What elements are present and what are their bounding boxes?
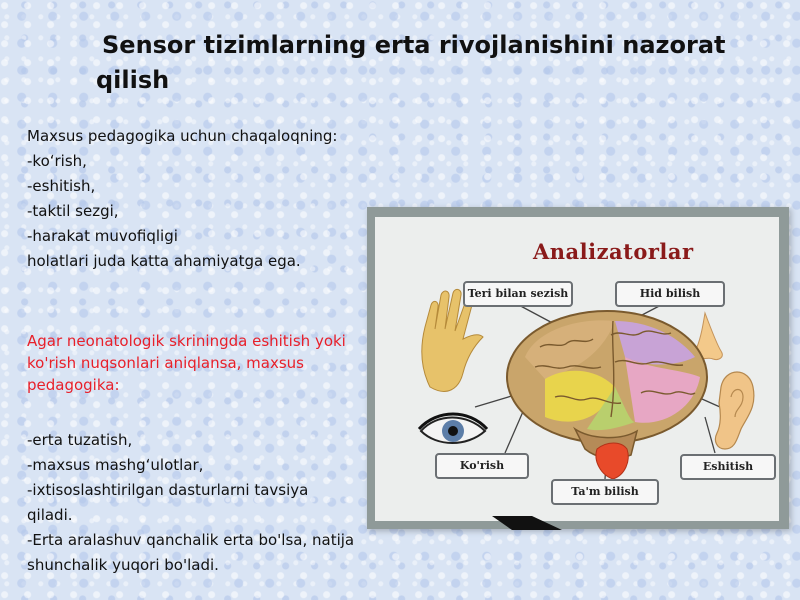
recommendation-list: -erta tuzatish, -maxsus mashgʻulotlar, -… xyxy=(27,428,357,578)
screening-note: Agar neonatologik skriningda eshitish yo… xyxy=(27,332,346,394)
slide-title: Sensor tizimlarning erta rivojlanishini … xyxy=(96,28,736,98)
intro-line: -koʻrish, xyxy=(27,152,87,170)
figure-canvas: Analizatorlar Teri bilan sezish Hid bili… xyxy=(375,217,779,521)
intro-line: -taktil sezgi, xyxy=(27,202,119,220)
label-vision: Ko'rish xyxy=(435,453,529,479)
nose-icon xyxy=(694,311,723,360)
recommendation-item: -maxsus mashgʻulotlar, xyxy=(27,456,204,474)
label-touch: Teri bilan sezish xyxy=(463,281,573,307)
label-hearing: Eshitish xyxy=(680,454,776,480)
intro-list: Maxsus pedagogika uchun chaqaloqning: -k… xyxy=(27,124,367,274)
brain-icon xyxy=(506,310,708,460)
figure-edge-decoration xyxy=(492,516,562,530)
ear-icon xyxy=(714,371,755,450)
intro-line: holatlari juda katta ahamiyatga ega. xyxy=(27,252,301,270)
tongue-icon xyxy=(595,442,629,480)
slide-title-line-2: qilish xyxy=(96,66,170,94)
figure-title: Analizatorlar xyxy=(533,239,694,264)
intro-line: -harakat muvofiqligi xyxy=(27,227,178,245)
recommendation-item: -ixtisoslashtirilgan dasturlarni tavsiya… xyxy=(27,481,309,524)
eye-icon xyxy=(417,412,489,444)
analyzers-figure: Analizatorlar Teri bilan sezish Hid bili… xyxy=(367,207,789,529)
label-taste: Ta'm bilish xyxy=(551,479,659,505)
recommendation-item: -erta tuzatish, xyxy=(27,431,133,449)
label-smell: Hid bilish xyxy=(615,281,725,307)
intro-line: Maxsus pedagogika uchun chaqaloqning: xyxy=(27,127,338,145)
slide-title-line-1: Sensor tizimlarning erta rivojlanishini … xyxy=(102,31,726,59)
figure-drawing xyxy=(417,288,755,480)
intro-line: -eshitish, xyxy=(27,177,96,195)
recommendation-item: -Erta aralashuv qanchalik erta bo'lsa, n… xyxy=(27,531,355,574)
hand-icon xyxy=(421,288,484,392)
